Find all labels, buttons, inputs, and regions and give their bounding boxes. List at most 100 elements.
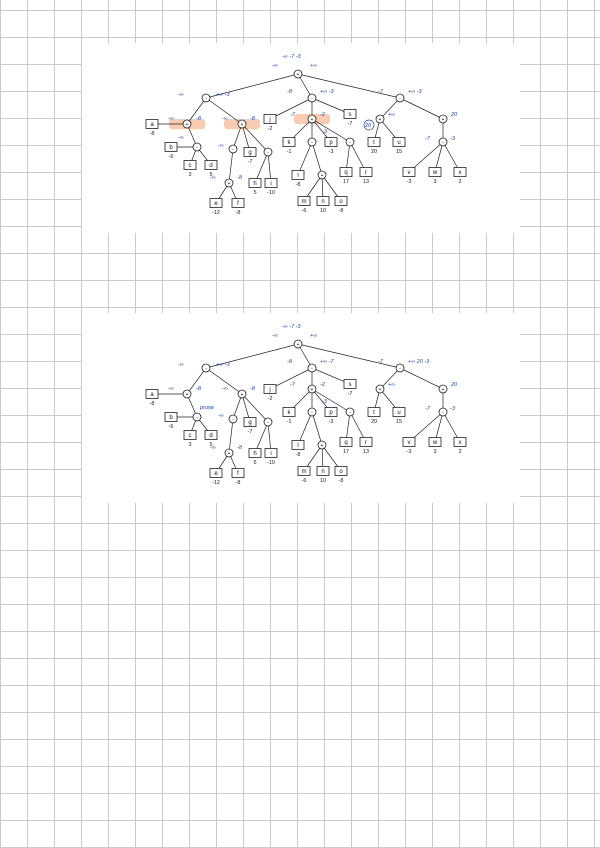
leaf-label: t: [373, 140, 375, 146]
leaf-value: 2: [458, 179, 461, 185]
max-node-symbol: +: [321, 443, 324, 449]
annotation-root_top: -∞ -7 -3: [282, 54, 302, 60]
leaf-a: a-8: [145, 119, 159, 137]
leaf-x: x2: [453, 167, 467, 185]
min-node: -: [345, 407, 355, 417]
leaf-value: 5: [209, 442, 212, 448]
min-node: -: [192, 412, 202, 422]
max-node-circle: [293, 69, 303, 79]
tree-edge: [408, 141, 444, 173]
leaf-n: n10: [316, 196, 330, 214]
annotation-n23_left: -3: [322, 399, 328, 405]
leaf-box: [263, 384, 277, 394]
annotation-n321_right: -3: [450, 406, 456, 412]
min-node-symbol: -: [205, 96, 207, 102]
leaf-n: n 10: [316, 466, 330, 484]
leaf-value: 20: [371, 149, 377, 155]
min-node-symbol: -: [399, 96, 401, 102]
leaf-label: c: [189, 163, 192, 169]
leaf-e: e -12: [209, 198, 223, 216]
leaf-label: n: [321, 469, 324, 475]
min-node-symbol: -: [311, 96, 313, 102]
min-node: -: [395, 93, 405, 103]
min-node: -: [228, 414, 238, 424]
min-node: -: [307, 93, 317, 103]
annotation-n321_left: -7: [425, 406, 431, 412]
min-node: -: [307, 363, 317, 373]
leaf-v: v-3: [402, 167, 416, 185]
min-node: -: [228, 144, 238, 154]
leaf-value: 10: [320, 478, 326, 484]
tree-edge: [442, 141, 461, 173]
leaf-label: d: [209, 433, 212, 439]
leaf-w: w3: [428, 167, 442, 185]
leaf-p: p-3: [324, 407, 338, 425]
leaf-label: e: [214, 201, 218, 207]
annotation-n31_circ: 20: [364, 123, 372, 129]
max-node: +: [293, 339, 303, 349]
leaf-value: 3: [433, 449, 436, 455]
tree-edge: [399, 97, 444, 120]
leaf-box: [248, 178, 262, 188]
leaf-label: g: [248, 150, 251, 156]
max-node-symbol: +: [311, 117, 314, 123]
leaf-value: -12: [212, 210, 220, 216]
max-node-symbol: +: [321, 173, 324, 179]
tree-edge: [297, 73, 313, 99]
leaf-label: w: [432, 440, 438, 446]
leaf-value: 2: [458, 449, 461, 455]
annotation-n12_left: -∞: [222, 116, 228, 122]
leaf-box: [183, 160, 197, 170]
leaf-value: -8: [236, 480, 241, 486]
max-node-circle: [237, 389, 247, 399]
leaf-l: l-8: [291, 440, 305, 458]
leaf-value: -2: [268, 396, 273, 402]
max-node: +: [317, 440, 327, 450]
tree-edge: [228, 418, 234, 454]
annotation-n21_right: -2: [320, 382, 325, 388]
minimax-tree-diagram-2: +---+++++-----++-a-8b-6c3d5e-12f-8g-7h5i…: [145, 324, 467, 486]
annotation-n31_right: +∞: [388, 382, 395, 388]
tree-edge: [232, 123, 243, 150]
leaf-label: w: [432, 170, 438, 176]
leaf-value: -8: [236, 210, 241, 216]
annotation-n3_right: +∞ 20 -3: [408, 359, 430, 365]
leaf-o: o-8: [334, 466, 348, 484]
leaf-label: f: [237, 201, 239, 207]
leaf-label: s: [349, 382, 352, 388]
annotation-n321_right: -3: [450, 136, 456, 142]
annotation-n2_left: -8: [287, 89, 293, 95]
min-node-symbol: -: [205, 366, 207, 372]
min-node-circle: [192, 142, 202, 152]
leaf-box: [291, 440, 305, 450]
leaf-r: r13: [359, 437, 373, 455]
annotation-n1_left: -∞: [178, 362, 184, 368]
leaf-p: p-3: [324, 137, 338, 155]
leaf-c: c3: [183, 430, 197, 448]
tree-edge: [311, 411, 323, 446]
leaf-b: b-6: [164, 142, 178, 160]
leaf-box: [453, 167, 467, 177]
annotation-n122_left: -∞: [218, 413, 224, 419]
leaf-label: a: [150, 122, 154, 128]
leaf-value: -6: [169, 424, 174, 430]
leaf-box: [339, 437, 353, 447]
leaf-value: -3: [407, 179, 412, 185]
leaf-h: h5: [248, 448, 262, 466]
leaf-box: [334, 196, 348, 206]
leaf-label: o: [339, 199, 343, 205]
leaf-value: -8: [339, 478, 344, 484]
leaf-value: 5: [209, 172, 212, 178]
leaf-label: t: [373, 410, 375, 416]
max-node: +: [237, 119, 247, 129]
leaf-box: [164, 412, 178, 422]
tree-edge: [241, 123, 269, 153]
tree-edge: [349, 141, 367, 173]
max-node: +: [307, 384, 317, 394]
tree-edge: [267, 421, 272, 454]
tree-edge: [297, 411, 313, 446]
tree-edge: [254, 151, 269, 184]
leaf-a: a-8: [145, 389, 159, 407]
leaf-label: k: [288, 410, 292, 416]
